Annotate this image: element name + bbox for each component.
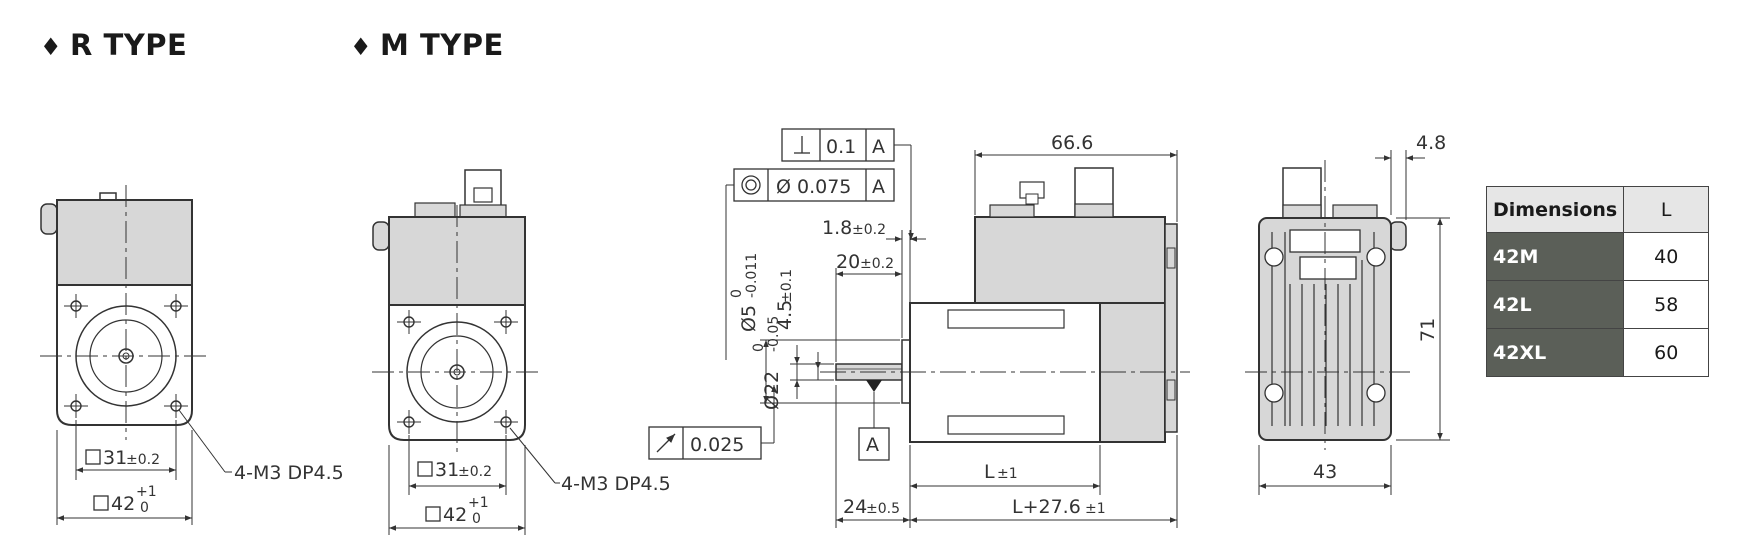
pilot-dia-tol-lower: -0.05 (766, 316, 782, 352)
side-view: 0.1 A Ø 0.075 A 0.025 (648, 128, 1190, 528)
r-sq-inner-tol: ±0.2 (126, 452, 160, 468)
datum-label: A (866, 434, 879, 456)
rear-view: 43 71 4.8 (1245, 132, 1450, 495)
shaft-dia-tol-upper: 0 (729, 289, 745, 298)
header-l: L (1623, 186, 1710, 233)
table-row: 42XL 60 (1485, 328, 1710, 377)
flange-thickness-value: 1.8 (822, 217, 852, 239)
m-sq-inner-tol: ±0.2 (458, 464, 492, 480)
m-sq-outer-tol-upper: +1 (468, 495, 489, 511)
r-sq-inner-value: 31 (103, 447, 127, 469)
header-dimensions: Dimensions (1485, 186, 1625, 233)
r-sq-outer-value: 42 (111, 493, 135, 515)
table-row: 42L 58 (1485, 280, 1710, 329)
concentricity-value: Ø 0.075 (776, 176, 851, 198)
r-type-heading: ♦R TYPE (40, 28, 187, 62)
flange-thickness-tol: ±0.2 (852, 222, 886, 238)
shaft-dia-value: Ø5 (738, 305, 760, 332)
overall-length-tol: ±1 (1085, 501, 1106, 517)
body-length-tol: ±1 (997, 466, 1018, 482)
top-length-value: 66.6 (1051, 132, 1093, 154)
r-type-front-view: 31 ±0.2 42 +1 0 4-M3 DP4.5 (40, 185, 344, 525)
value-cell: 58 (1623, 280, 1710, 329)
diamond-bullet-icon: ♦ (350, 33, 373, 61)
m-sq-outer-tol-lower: 0 (472, 511, 481, 527)
r-screw-callout: 4-M3 DP4.5 (234, 462, 344, 484)
shaft-total-tol: ±0.5 (866, 501, 900, 517)
m-type-title: M TYPE (380, 28, 504, 62)
shaft-length-tol: ±0.2 (860, 256, 894, 272)
pilot-dia-value: Ø22 (761, 371, 783, 410)
r-sq-outer-tol-lower: 0 (140, 500, 149, 516)
body-length-value: L (984, 461, 995, 483)
table-header-row: Dimensions L (1485, 186, 1710, 233)
m-screw-callout: 4-M3 DP4.5 (561, 473, 671, 495)
rear-offset-value: 4.8 (1416, 132, 1446, 154)
r-sq-outer-tol-upper: +1 (136, 484, 157, 500)
value-cell: 40 (1623, 232, 1710, 281)
rear-width-value: 43 (1313, 461, 1337, 483)
flat-depth-tol: ±0.1 (779, 269, 795, 303)
m-sq-outer-value: 42 (443, 504, 467, 526)
value-cell: 60 (1623, 328, 1710, 377)
concentricity-datum: A (872, 176, 885, 198)
m-sq-inner-value: 31 (435, 459, 459, 481)
r-type-title: R TYPE (70, 28, 188, 62)
model-cell: 42XL (1485, 328, 1625, 377)
m-type-front-view: 31 ±0.2 42 +1 0 4-M3 DP4.5 (372, 169, 671, 535)
shaft-total-value: 24 (843, 496, 867, 518)
dimensions-table: Dimensions L 42M 40 42L 58 42XL 60 (1485, 186, 1710, 377)
pilot-dia-tol-upper: 0 (751, 343, 767, 352)
perpendicularity-value: 0.1 (826, 136, 856, 158)
perpendicularity-datum: A (872, 136, 885, 158)
shaft-dia-tol-lower: -0.011 (744, 253, 760, 298)
diamond-bullet-icon: ♦ (40, 33, 63, 61)
shaft-length-value: 20 (836, 251, 860, 273)
model-cell: 42M (1485, 232, 1625, 281)
model-cell: 42L (1485, 280, 1625, 329)
overall-length-value: L+27.6 (1012, 496, 1081, 518)
m-type-heading: ♦M TYPE (350, 28, 504, 62)
table-row: 42M 40 (1485, 232, 1710, 281)
rear-height-value: 71 (1417, 318, 1439, 342)
runout-value: 0.025 (690, 434, 744, 456)
flat-depth-value: 4.5 (774, 300, 796, 330)
